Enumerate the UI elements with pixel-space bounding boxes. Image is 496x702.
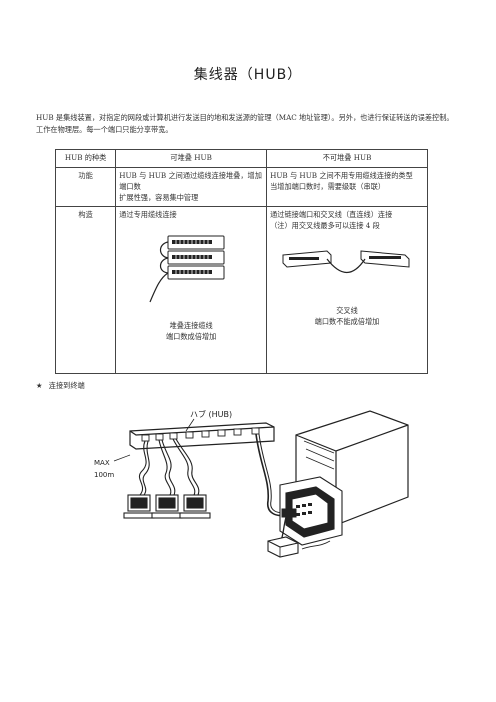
table-header-row: HUB 的种类 可堆叠 HUB 不可堆叠 HUB <box>54 149 428 168</box>
stacked-hub-illustration <box>149 235 225 303</box>
structure-non-stackable-text: 通过链接端口和交叉线（直连线）连接 <box>270 210 393 219</box>
hub-label: ハブ (HUB) <box>190 409 232 419</box>
stackable-caption-line: 端口数成倍增加 <box>165 332 217 341</box>
function-stackable-line: HUB 与 HUB 之间通过缆线连接堆叠，增加端口数 <box>119 171 262 191</box>
structure-stackable: 通过专用缆线连接 <box>115 206 268 374</box>
non-stackable-caption-line: 端口数不能成倍增加 <box>314 317 380 326</box>
stackable-caption: 堆叠连接缆线 端口数成倍增加 <box>119 320 263 342</box>
bullet-connect-terminal: ★ 连接到终端 <box>36 381 85 391</box>
intro-paragraph: HUB 是集线装置，对指定的网段或计算机进行发送目的地和发送源的管理（MAC 地… <box>36 113 454 134</box>
row-label-function: 功能 <box>54 167 117 207</box>
structure-stackable-text: 通过专用缆线连接 <box>119 210 177 219</box>
page-title: 集线器（HUB） <box>193 67 303 83</box>
table-row-function: 功能 HUB 与 HUB 之间通过缆线连接堆叠，增加端口数 扩展性强，容易集中管… <box>54 167 428 207</box>
function-stackable: HUB 与 HUB 之间通过缆线连接堆叠，增加端口数 扩展性强，容易集中管理 <box>115 167 268 207</box>
header-type: HUB 的种类 <box>54 149 117 168</box>
star-icon: ★ <box>36 381 43 390</box>
hub-comparison-table: HUB 的种类 可堆叠 HUB 不可堆叠 HUB 功能 HUB 与 HUB 之间… <box>54 149 428 374</box>
non-stackable-caption-line: 交叉线 <box>336 306 358 315</box>
cascaded-hub-illustration <box>282 250 410 274</box>
function-non-stackable: HUB 与 HUB 之间不用专用缆线连接的类型 当增加端口数时，需要级联（串联） <box>266 167 428 207</box>
header-non-stackable: 不可堆叠 HUB <box>266 149 428 168</box>
structure-non-stackable-note: （注）用交叉线最多可以连接 4 段 <box>270 221 380 230</box>
hub-terminal-figure: ハブ (HUB) MAX 100m <box>94 409 409 558</box>
bullet-text: 连接到终端 <box>48 381 85 390</box>
table-row-structure: 构造 通过专用缆线连接 <box>54 206 428 374</box>
row-label-structure: 构造 <box>54 206 117 374</box>
function-non-stackable-line: HUB 与 HUB 之间不用专用缆线连接的类型 <box>270 171 413 180</box>
function-non-stackable-line: 当增加端口数时，需要级联（串联） <box>270 182 386 191</box>
non-stackable-caption: 交叉线 端口数不能成倍增加 <box>270 305 424 327</box>
header-stackable: 可堆叠 HUB <box>115 149 268 168</box>
function-stackable-line: 扩展性强，容易集中管理 <box>119 193 199 202</box>
structure-non-stackable: 通过链接端口和交叉线（直连线）连接 （注）用交叉线最多可以连接 4 段 交叉线 <box>266 206 428 374</box>
distance-label: 100m <box>94 471 114 479</box>
max-label: MAX <box>94 459 110 467</box>
stackable-caption-line: 堆叠连接缆线 <box>169 321 213 330</box>
pc-icon <box>123 494 211 519</box>
